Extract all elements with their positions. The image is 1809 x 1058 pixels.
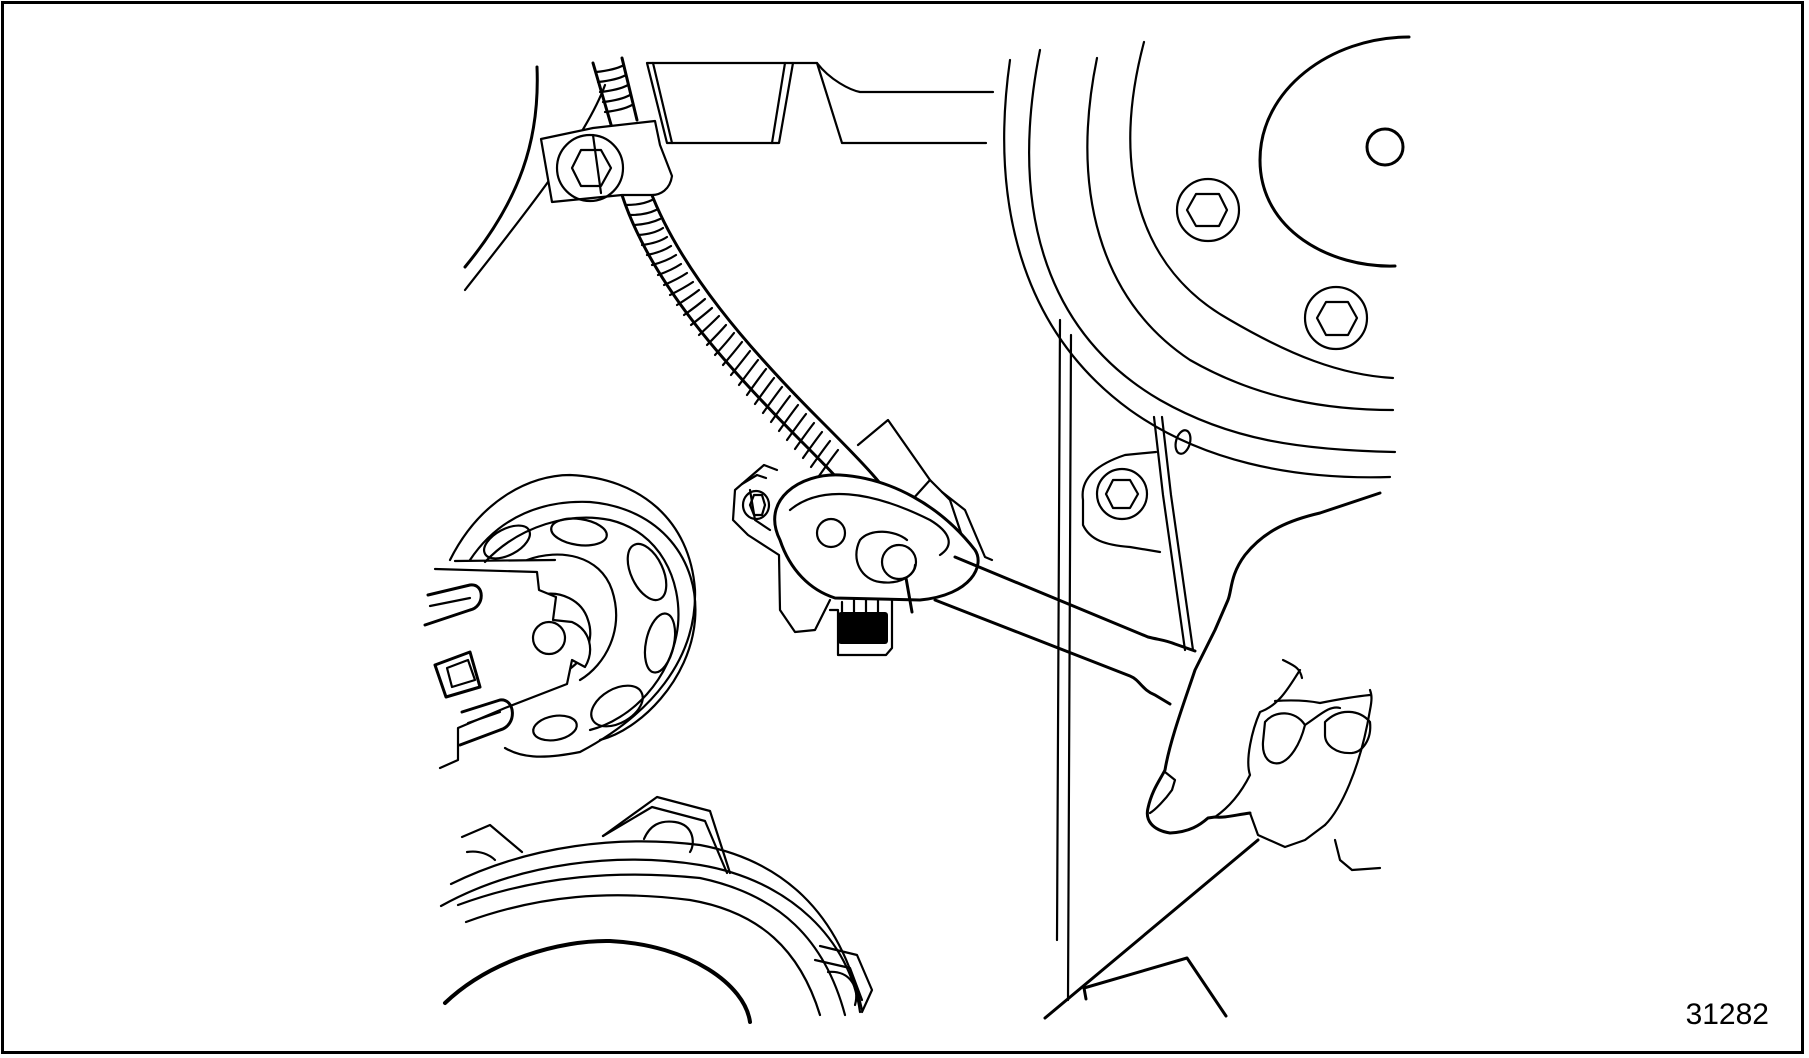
upper-bracket (645, 61, 995, 145)
sprocket-hole-icon (1365, 127, 1405, 167)
sensor (731, 418, 994, 657)
block-edge (1055, 318, 1195, 1002)
sprocket-bolt-1 (1175, 177, 1241, 243)
tool-square-hole (433, 650, 482, 699)
harness-ribs (594, 63, 840, 478)
sensor-bolt-hex-icon (748, 493, 767, 517)
figure-number: 31282 (1685, 998, 1769, 1031)
sensor-connector (828, 598, 894, 657)
wrench-hole-icon (815, 517, 847, 549)
pulley-slots (482, 517, 677, 742)
lower-pulley (439, 795, 874, 1024)
bolt-hex-icon (1185, 192, 1229, 228)
lower-bracket (1043, 838, 1260, 1020)
harness-clamp (539, 119, 674, 204)
clamp-bolt-hex-icon (570, 148, 613, 188)
sprocket-bolt-2 (1303, 285, 1369, 351)
tool-slot-lower (458, 698, 514, 747)
tensioner-holder-tool (423, 558, 592, 770)
tool-slot-upper (423, 583, 483, 627)
wrench-socket-icon (880, 543, 918, 581)
bolt-hex-icon (1104, 478, 1140, 510)
cam-sprocket (1003, 35, 1411, 479)
hand (1145, 491, 1382, 872)
box-wrench (773, 473, 1197, 706)
side-boss (1081, 450, 1162, 554)
tensioner-pivot-icon (531, 620, 567, 656)
bolt-hex-icon (1315, 300, 1359, 337)
